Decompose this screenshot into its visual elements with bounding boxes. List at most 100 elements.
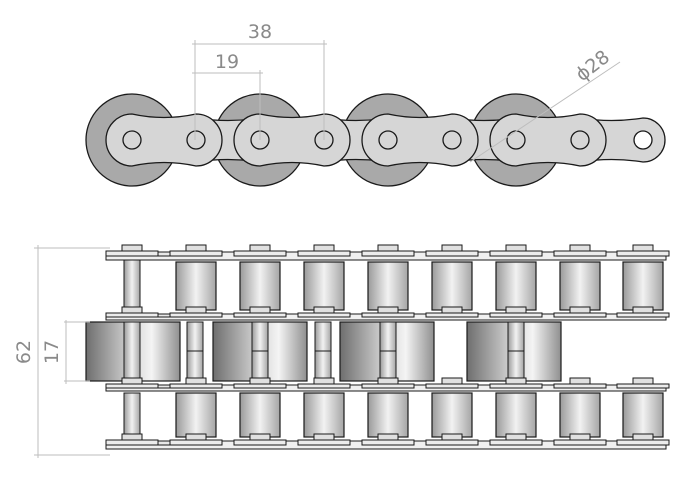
lower-roller [239, 392, 281, 438]
pin-head [185, 244, 207, 252]
pin-head [313, 306, 335, 314]
lower-roller [431, 392, 473, 438]
pin-head [505, 433, 527, 441]
lower-roller [367, 392, 409, 438]
plate-segment [233, 383, 287, 389]
plate-segment [105, 250, 159, 257]
pin-head [121, 377, 143, 385]
chain-top-view [85, 244, 670, 450]
lower-roller [622, 392, 664, 438]
pin-head [313, 244, 335, 252]
outer-link-plate [105, 113, 223, 167]
upper-roller [239, 261, 281, 311]
pin-head [249, 306, 271, 314]
pin-head [505, 377, 527, 385]
end-pin-center [123, 321, 141, 382]
plate-segment [169, 250, 223, 257]
upper-roller [303, 261, 345, 311]
plate-segment [425, 439, 479, 446]
lower-roller [495, 392, 537, 438]
pin-head [121, 306, 143, 314]
upper-roller [559, 261, 601, 311]
pin-hole [633, 130, 653, 150]
plate-segment [489, 250, 543, 257]
plate-segment [361, 312, 415, 318]
plate-segment [616, 250, 670, 257]
upper-roller [622, 261, 664, 311]
plate-segment [616, 439, 670, 446]
plate-segment [169, 383, 223, 389]
pin-head [505, 306, 527, 314]
plate-segment [553, 250, 607, 257]
pin-head [441, 306, 463, 314]
plate-segment [425, 312, 479, 318]
plate-segment [233, 250, 287, 257]
plate-segment [169, 312, 223, 318]
pin-head [569, 433, 591, 441]
pin-head [569, 244, 591, 252]
pin-head [185, 433, 207, 441]
upper-roller [175, 261, 217, 311]
plate-segment [553, 383, 607, 389]
pin-head [377, 306, 399, 314]
plate-segment [489, 383, 543, 389]
pin-head [185, 306, 207, 314]
plate-segment [489, 312, 543, 318]
lower-roller [303, 392, 345, 438]
plate-segment [553, 312, 607, 318]
plate-segment [616, 383, 670, 389]
pin-head [441, 433, 463, 441]
dimension-38-label: 38 [248, 21, 272, 43]
pin-head [632, 306, 654, 314]
plate-segment [297, 439, 351, 446]
plate-segment [616, 312, 670, 318]
plate-segment [425, 383, 479, 389]
plate-segment [489, 439, 543, 446]
pin-head [249, 377, 271, 385]
plate-segment [361, 439, 415, 446]
pin-head [377, 433, 399, 441]
pin-hole [378, 130, 398, 150]
pin-head [632, 377, 654, 385]
upper-roller [495, 261, 537, 311]
pin-head [632, 244, 654, 252]
plate-segment [297, 312, 351, 318]
pin-head [441, 244, 463, 252]
dimension-19-label: 19 [215, 51, 239, 73]
plate-segment [169, 439, 223, 446]
pin-hole [506, 130, 526, 150]
plate-segment [105, 312, 159, 318]
pin-head [569, 306, 591, 314]
pin-head [313, 377, 335, 385]
pin-head [249, 433, 271, 441]
pin-head [313, 433, 335, 441]
plate-segment [297, 250, 351, 257]
pin-head [632, 433, 654, 441]
pin-hole [186, 130, 206, 150]
outer-link-plate [489, 113, 607, 167]
plate-segment [361, 250, 415, 257]
dim-leader-diameter [469, 61, 621, 163]
pin-head [185, 377, 207, 385]
lower-roller [175, 392, 217, 438]
pin-head [249, 244, 271, 252]
plate-segment [361, 383, 415, 389]
plate-segment [425, 250, 479, 257]
upper-roller [367, 261, 409, 311]
plate-segment [105, 439, 159, 446]
plate-segment [297, 383, 351, 389]
end-pin-upper [123, 257, 141, 311]
pin-head [121, 244, 143, 252]
pin-head [441, 377, 463, 385]
upper-roller [431, 261, 473, 311]
pin-head [505, 244, 527, 252]
pin-head [569, 377, 591, 385]
plate-segment [105, 383, 159, 389]
outer-link-plate [361, 113, 479, 167]
pin-head [377, 244, 399, 252]
lower-roller [559, 392, 601, 438]
plate-segment [233, 439, 287, 446]
dimension-17-label: 17 [41, 340, 63, 364]
pin-hole [570, 130, 590, 150]
plate-segment [553, 439, 607, 446]
